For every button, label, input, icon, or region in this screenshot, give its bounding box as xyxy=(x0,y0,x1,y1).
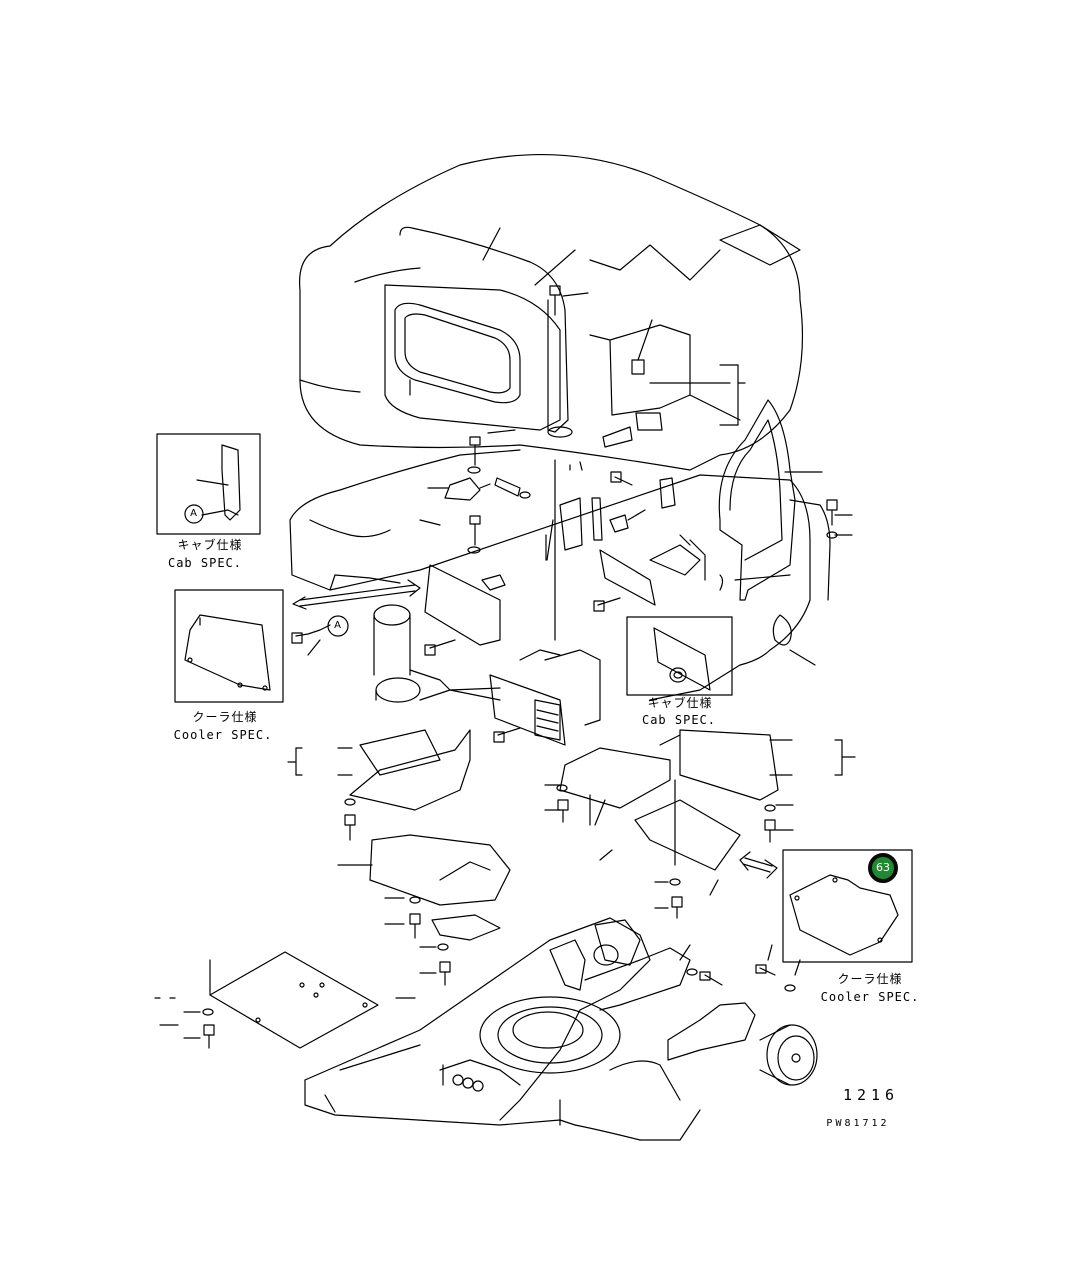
seat-assembly xyxy=(385,227,575,437)
revolving-frame-body xyxy=(290,450,830,700)
callout-hotspot-63[interactable]: 63 xyxy=(868,853,898,883)
inset-cooler-spec-1-jp-label: クーラ仕様 xyxy=(192,710,258,724)
bolts-right xyxy=(827,500,837,538)
center-bracket-plates xyxy=(425,460,705,645)
inset-box-cab-spec-1 xyxy=(157,434,260,534)
swing-post xyxy=(374,605,500,702)
inset-cab-spec-1-jp-label: キャブ仕様 xyxy=(177,538,243,552)
right-bracket-pulley xyxy=(668,1003,817,1085)
reference-circle-a-main xyxy=(328,616,348,636)
inset-cab-spec-2-en-label: Cab SPEC. xyxy=(641,713,717,727)
double-arrow xyxy=(740,852,777,878)
bolts-washers-lower xyxy=(203,785,795,1048)
reference-letter-a-main: A xyxy=(334,620,342,631)
drawing-code: PW81712 xyxy=(826,1118,890,1129)
inset-cab-spec-1-en-label: Cab SPEC. xyxy=(167,556,243,570)
inset-cooler-spec-2-jp-label: クーラ仕様 xyxy=(837,972,903,986)
main-frame-lower xyxy=(305,918,700,1140)
upper-hood-outline xyxy=(300,155,803,470)
inset-box-cab-spec-2 xyxy=(627,617,732,695)
rear-cover-panel xyxy=(590,320,745,447)
floor-plate xyxy=(210,952,378,1048)
lower-covers xyxy=(350,730,778,940)
reference-letter-a-inset: A xyxy=(190,508,198,519)
figure-number: 1216 xyxy=(842,1086,900,1104)
grille-cover xyxy=(490,650,600,745)
bolts-left xyxy=(292,430,632,655)
inset-cab-spec-2-jp-label: キャブ仕様 xyxy=(647,696,713,710)
inset-box-cooler-spec-1 xyxy=(175,590,283,702)
tie-rod xyxy=(293,580,420,609)
reference-circle-a-inset xyxy=(185,505,203,523)
inset-cooler-spec-1-en-label: Cooler SPEC. xyxy=(173,728,273,742)
inset-cooler-spec-2-en-label: Cooler SPEC. xyxy=(820,990,920,1004)
right-side-panel xyxy=(719,400,822,600)
leader-lines xyxy=(155,515,855,1038)
inset-box-cooler-spec-2 xyxy=(783,850,912,962)
bolt-upper xyxy=(550,286,588,315)
